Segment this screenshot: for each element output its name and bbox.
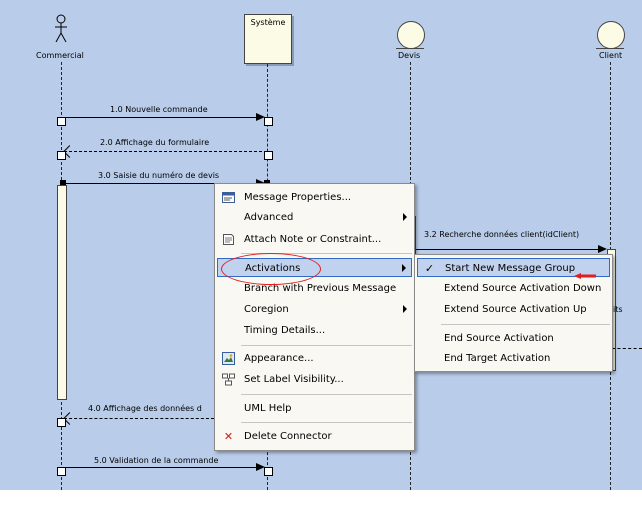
message-label-4[interactable]: 4.0 Affichage des données d <box>88 404 202 413</box>
canvas-footer <box>0 490 642 506</box>
note-icon <box>222 233 235 246</box>
lifeline-label-commercial: Commercial <box>36 51 84 60</box>
activation-bar-commercial[interactable] <box>57 185 67 400</box>
message-line-4[interactable] <box>64 418 214 419</box>
menu-separator <box>241 394 412 395</box>
return-line-client[interactable] <box>612 348 642 349</box>
submenu-separator <box>441 324 610 325</box>
message-arrow-5 <box>256 463 265 471</box>
message-label-2[interactable]: 2.0 Affichage du formulaire <box>100 138 210 147</box>
menu-item-appearance[interactable]: Appearance... <box>217 349 412 368</box>
message-anchor[interactable] <box>264 467 273 476</box>
message-label-5[interactable]: 5.0 Validation de la commande <box>94 456 219 465</box>
menu-item-attach-note[interactable]: Attach Note or Constraint... <box>217 230 412 249</box>
message-anchor[interactable] <box>264 117 273 126</box>
devis-entity-baseline <box>396 48 424 49</box>
message-line-3[interactable] <box>62 183 258 184</box>
client-entity-baseline <box>596 48 624 49</box>
annotation-red-arrow-icon <box>574 264 596 279</box>
lifeline-label-devis: Devis <box>398 51 421 60</box>
message-line-2[interactable] <box>64 151 267 152</box>
selection-handle[interactable] <box>60 180 66 186</box>
clipped-message-label: its <box>613 305 623 314</box>
menu-item-branch-previous[interactable]: Branch with Previous Message <box>244 283 397 294</box>
message-anchor[interactable] <box>264 151 273 160</box>
message-anchor[interactable] <box>57 151 66 160</box>
annotation-red-circle <box>221 253 321 285</box>
message-label-3-2[interactable]: 3.2 Recherche données client(idClient) <box>424 230 580 239</box>
message-properties-icon <box>222 191 235 204</box>
menu-separator <box>241 422 412 423</box>
submenu-item-end-source-activation[interactable]: End Source Activation <box>444 333 554 344</box>
menu-item-uml-help[interactable]: UML Help <box>244 403 292 414</box>
label-visibility-icon <box>222 373 235 386</box>
menu-item-label-visibility[interactable]: Set Label Visibility... <box>217 370 412 389</box>
message-anchor[interactable] <box>57 117 66 126</box>
context-menu: Message Properties... Advanced Attach No… <box>214 183 415 451</box>
menu-item-coregion[interactable]: Coregion <box>217 300 412 319</box>
message-anchor[interactable] <box>57 418 66 427</box>
chevron-right-icon <box>402 264 406 272</box>
submenu-item-extend-source-up[interactable]: Extend Source Activation Up <box>444 304 587 315</box>
checkmark-icon: ✓ <box>424 262 435 275</box>
lifeline-label-client: Client <box>599 51 623 60</box>
chevron-right-icon <box>403 213 407 221</box>
delete-icon: ✕ <box>223 430 234 443</box>
message-arrow-1 <box>256 113 265 121</box>
menu-separator <box>241 253 412 254</box>
client-entity-icon[interactable] <box>597 21 625 49</box>
menu-item-timing-details[interactable]: Timing Details... <box>244 325 326 336</box>
lifeline-box-systeme[interactable]: Système <box>244 14 292 64</box>
message-label-1[interactable]: 1.0 Nouvelle commande <box>110 105 208 114</box>
menu-item-message-properties[interactable]: Message Properties... <box>217 188 412 207</box>
message-line-3-2[interactable] <box>413 249 604 250</box>
menu-separator <box>241 345 412 346</box>
commercial-actor-icon[interactable] <box>54 14 68 44</box>
chevron-right-icon <box>403 305 407 313</box>
message-label-3[interactable]: 3.0 Saisie du numéro de devis <box>98 171 220 180</box>
menu-item-delete-connector[interactable]: ✕ Delete Connector <box>223 430 332 443</box>
submenu-item-start-new-message-group[interactable]: ✓ Start New Message Group <box>417 258 610 277</box>
submenu-item-end-target-activation[interactable]: End Target Activation <box>444 353 551 364</box>
appearance-icon <box>222 352 235 365</box>
menu-item-advanced[interactable]: Advanced <box>217 208 412 227</box>
message-arrow-3-2 <box>598 245 607 253</box>
lifeline-label-systeme: Système <box>250 18 286 27</box>
devis-entity-icon[interactable] <box>397 21 425 49</box>
message-line-5[interactable] <box>62 467 258 468</box>
message-line-1[interactable] <box>62 117 258 118</box>
activations-submenu: ✓ Start New Message Group Extend Source … <box>414 254 613 372</box>
message-anchor[interactable] <box>57 467 66 476</box>
submenu-item-extend-source-down[interactable]: Extend Source Activation Down <box>444 283 602 294</box>
